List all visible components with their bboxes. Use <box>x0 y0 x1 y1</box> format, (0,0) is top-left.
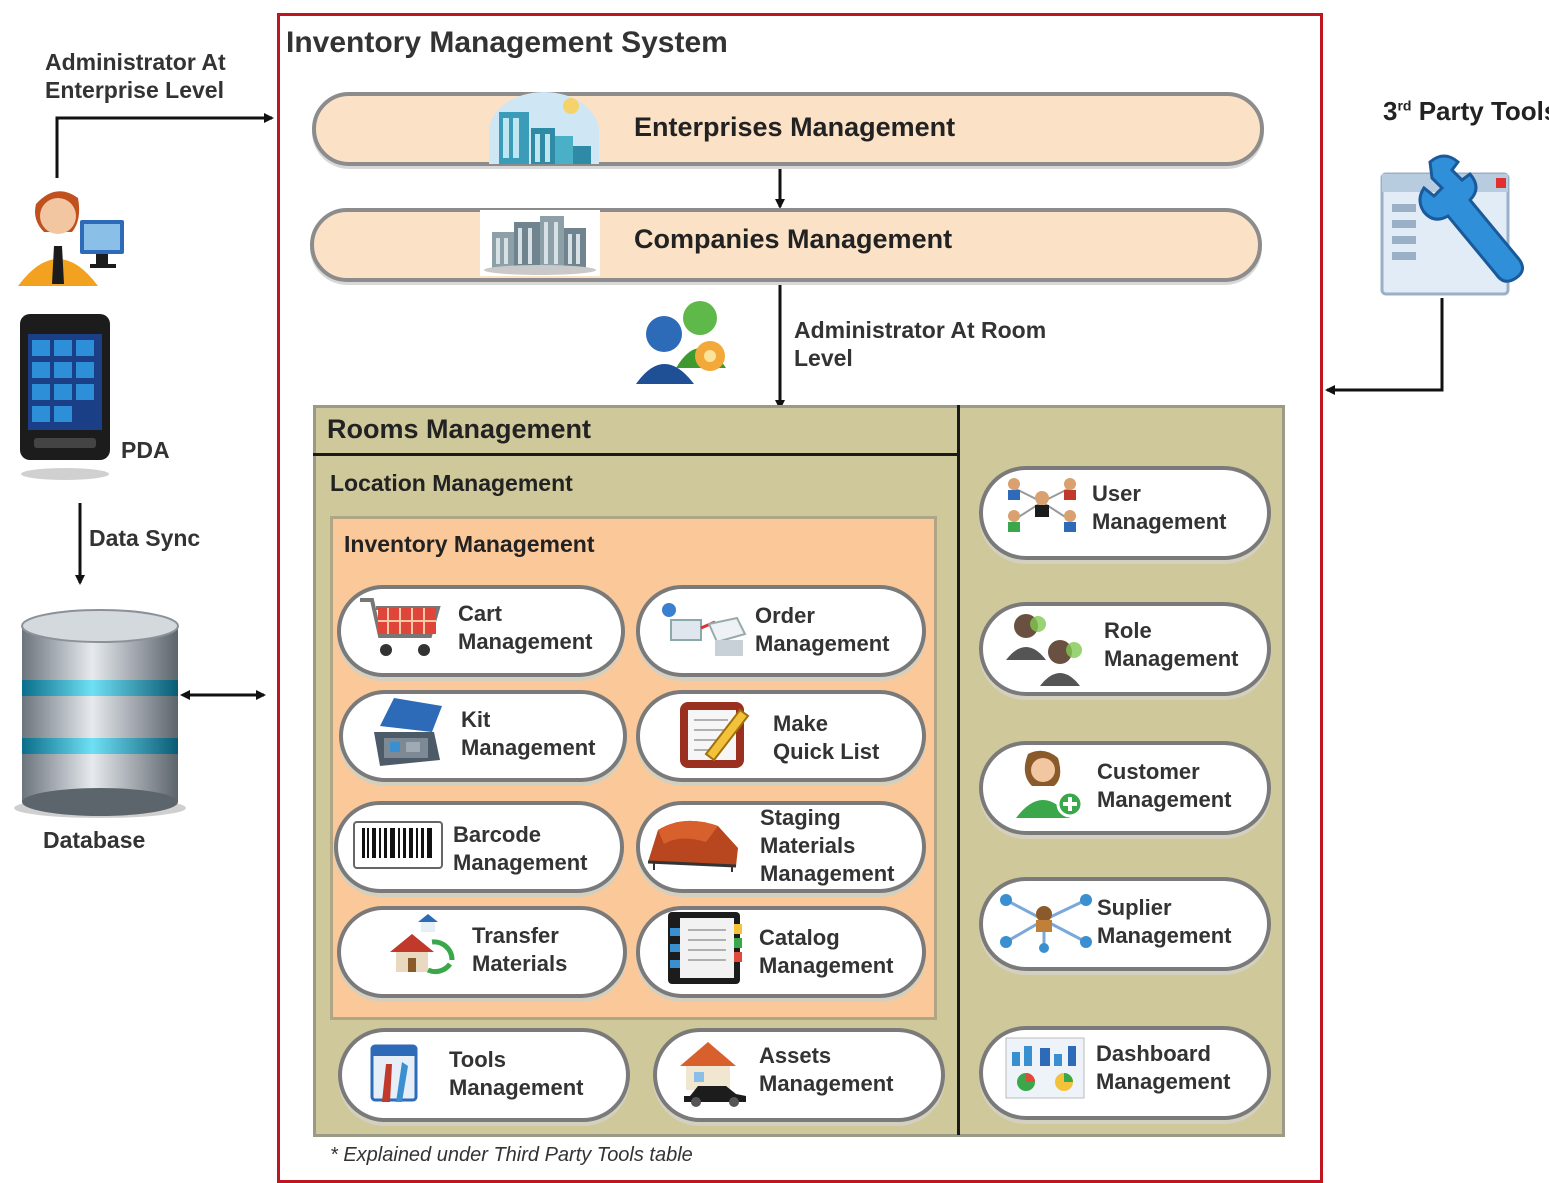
order-label-2: Management <box>755 631 890 656</box>
companies-banner[interactable] <box>310 208 1262 282</box>
customer-add-icon <box>1016 750 1084 818</box>
pda-label: PDA <box>121 437 170 463</box>
tools-label-2: Management <box>449 1075 584 1100</box>
tools-window-icon <box>370 1044 418 1102</box>
transfer-house-icon <box>390 914 455 975</box>
tools-arrow <box>1325 298 1444 395</box>
footnote: * Explained under Third Party Tools tabl… <box>330 1144 693 1166</box>
cart-label-2: Management <box>458 629 593 654</box>
third-party-tools-label: 3rd Party Tools <box>1383 96 1549 127</box>
transfer-label-2: Materials <box>472 951 568 976</box>
staging-label-2: Materials <box>760 833 856 858</box>
dashboard-label-1: Dashboard <box>1096 1041 1211 1066</box>
enterprise-buildings-icon <box>489 92 599 164</box>
toolkit-case-icon <box>374 698 442 766</box>
transfer-materials-card[interactable] <box>337 906 627 998</box>
barcode-icon <box>353 821 443 869</box>
system-title: Inventory Management System <box>286 26 728 59</box>
suplier-label-2: Management <box>1097 923 1232 948</box>
staging-materials-card[interactable] <box>636 801 926 893</box>
admin-arrow <box>55 113 274 178</box>
database-icon <box>14 609 186 818</box>
staging-tent-icon <box>647 820 738 872</box>
wrench-window-icon <box>1380 154 1524 296</box>
customer-label-1: Customer <box>1097 759 1200 784</box>
role-label-1: Role <box>1104 618 1152 643</box>
staging-label-1: Staging <box>760 805 841 830</box>
suplier-label-1: Suplier <box>1097 895 1172 920</box>
catalog-binder-icon <box>668 912 742 984</box>
catalog-label-1: Catalog <box>759 925 840 950</box>
barcode-label-2: Management <box>453 850 588 875</box>
data-sync-label: Data Sync <box>89 525 201 551</box>
room-admins-icon <box>636 301 726 384</box>
rooms-header-line <box>313 453 960 456</box>
enterprises-banner[interactable] <box>312 92 1264 166</box>
admin-room-line1: Administrator At Room <box>794 317 1047 343</box>
company-buildings-icon <box>480 210 600 276</box>
cart-label-1: Cart <box>458 601 503 626</box>
catalog-label-2: Management <box>759 953 894 978</box>
quicklist-label-1: Make <box>773 711 829 736</box>
house-car-icon <box>680 1042 746 1107</box>
tools-label-text: Party Tools <box>1411 96 1549 126</box>
enterprises-label: Enterprises Management <box>634 112 956 142</box>
staging-label-3: Management <box>760 861 895 886</box>
kit-label-2: Management <box>461 735 596 760</box>
tools-label-number: 3 <box>1383 96 1398 126</box>
dashboard-charts-icon <box>1005 1037 1085 1099</box>
users-network-icon <box>1008 478 1076 532</box>
assets-label-2: Management <box>759 1071 894 1096</box>
shopping-cart-icon <box>360 598 441 656</box>
tools-label-1: Tools <box>449 1047 507 1072</box>
customer-label-2: Management <box>1097 787 1232 812</box>
order-flow-icon <box>662 603 747 656</box>
role-label-2: Management <box>1104 646 1239 671</box>
barcode-label-1: Barcode <box>453 822 542 847</box>
rooms-title: Rooms Management <box>327 414 592 444</box>
assets-label-1: Assets <box>759 1043 832 1068</box>
order-label-1: Order <box>755 603 815 628</box>
companies-label: Companies Management <box>634 224 953 254</box>
suplier-management-card[interactable] <box>979 877 1271 971</box>
admin-room-line2: Level <box>794 345 853 371</box>
pda-device-icon <box>20 314 110 480</box>
location-title: Location Management <box>330 470 573 496</box>
tools-label-suffix: rd <box>1397 97 1412 114</box>
user-label-1: User <box>1092 481 1141 506</box>
admin-enterprise-line2: Enterprise Level <box>45 77 224 103</box>
rooms-divider <box>957 405 960 1135</box>
user-label-2: Management <box>1092 509 1227 534</box>
kit-label-1: Kit <box>461 707 491 732</box>
database-label: Database <box>43 827 146 853</box>
assets-management-card[interactable] <box>653 1028 945 1122</box>
roles-icon <box>1006 614 1082 686</box>
supplier-network-icon <box>1000 894 1092 953</box>
inventory-title: Inventory Management <box>344 531 595 557</box>
transfer-label-1: Transfer <box>472 923 559 948</box>
notepad-pencil-icon <box>680 702 750 768</box>
dashboard-label-2: Management <box>1096 1069 1231 1094</box>
admin-enterprise-line1: Administrator At <box>45 49 226 75</box>
quicklist-label-2: Quick List <box>773 739 880 764</box>
administrator-computer-icon <box>18 191 124 286</box>
user-management-card[interactable] <box>979 466 1271 560</box>
